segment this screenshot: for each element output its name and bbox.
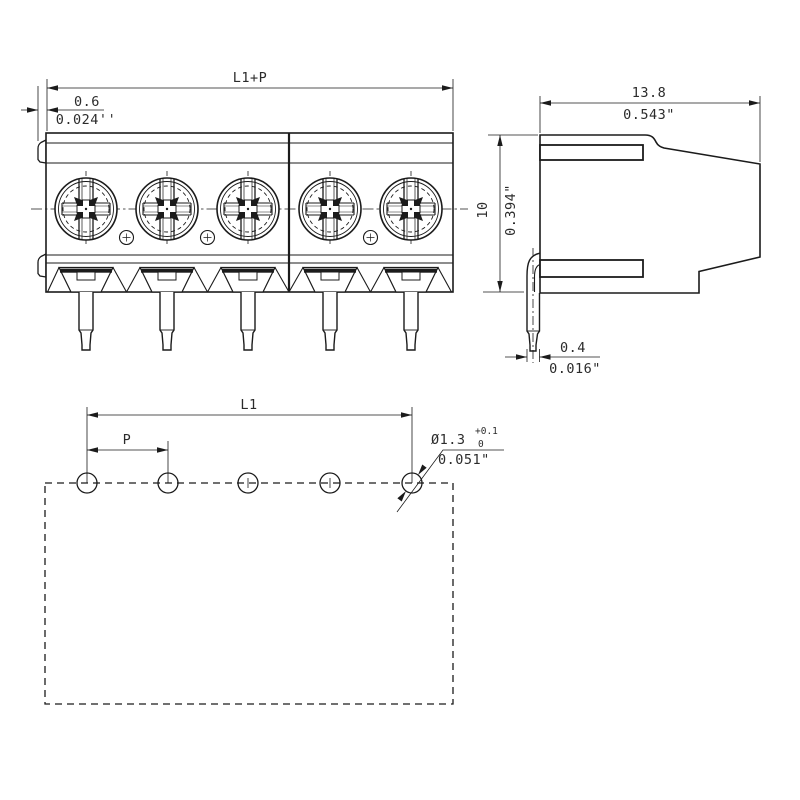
dim-depth-mm: 13.8 — [632, 85, 667, 101]
solder-pins-front — [78, 291, 419, 351]
dimension-pitch: P — [87, 432, 169, 483]
dim-pitch-label: P — [123, 432, 132, 448]
dimension-height: 10 0.394" — [475, 134, 538, 293]
dim-total-span-label: L1+P — [233, 70, 268, 86]
dimension-total-span: L1+P — [46, 70, 454, 131]
dim-pin-width-inch: 0.016" — [549, 361, 601, 377]
dim-edge-offset-mm: 0.6 — [74, 94, 100, 110]
solder-pin — [322, 291, 338, 351]
housing-profile — [539, 134, 761, 294]
test-port — [118, 229, 135, 246]
front-view — [31, 132, 468, 351]
housing-rib-lines — [46, 142, 453, 264]
dimension-hole-diameter: Ø1.3 +0.1 0 0.051" — [396, 426, 504, 513]
dim-hole-tol-plus: +0.1 — [475, 426, 498, 437]
hole-center-ticks — [247, 478, 331, 488]
solder-pin-side — [526, 248, 542, 363]
dim-hole-tol-minus: 0 — [478, 439, 484, 450]
dimension-pin-width: 0.4 0.016" — [505, 340, 601, 377]
dim-height-inch: 0.394" — [503, 184, 519, 236]
dim-hole-span-label: L1 — [240, 397, 257, 413]
clamp-wedges — [47, 267, 452, 293]
test-port — [362, 229, 379, 246]
dimension-hole-span: L1 — [86, 397, 413, 483]
dim-height-mm: 10 — [475, 201, 491, 218]
footprint-view — [44, 472, 454, 705]
dim-edge-offset-inch: 0.024'' — [56, 112, 116, 128]
solder-pin — [78, 291, 94, 351]
dimension-depth: 13.8 0.543" — [539, 85, 761, 162]
solder-pin — [159, 291, 175, 351]
solder-pin — [240, 291, 256, 351]
dimension-edge-offset: 0.6 0.024'' — [21, 86, 116, 141]
side-view — [526, 134, 761, 363]
dim-hole-diameter-inch: 0.051" — [438, 452, 490, 468]
pcb-outline-dashed — [44, 482, 454, 705]
pcb-slot-top — [539, 144, 644, 161]
dim-hole-diameter-mm: Ø1.3 — [431, 432, 466, 448]
pcb-slot-bottom — [539, 259, 644, 278]
left-tab-bottom — [37, 252, 47, 278]
dim-pin-width-mm: 0.4 — [560, 340, 586, 356]
clamp-feet — [47, 266, 452, 293]
left-tab-top — [37, 138, 47, 164]
solder-pin — [403, 291, 419, 351]
dim-depth-inch: 0.543" — [623, 107, 675, 123]
test-port — [199, 229, 216, 246]
